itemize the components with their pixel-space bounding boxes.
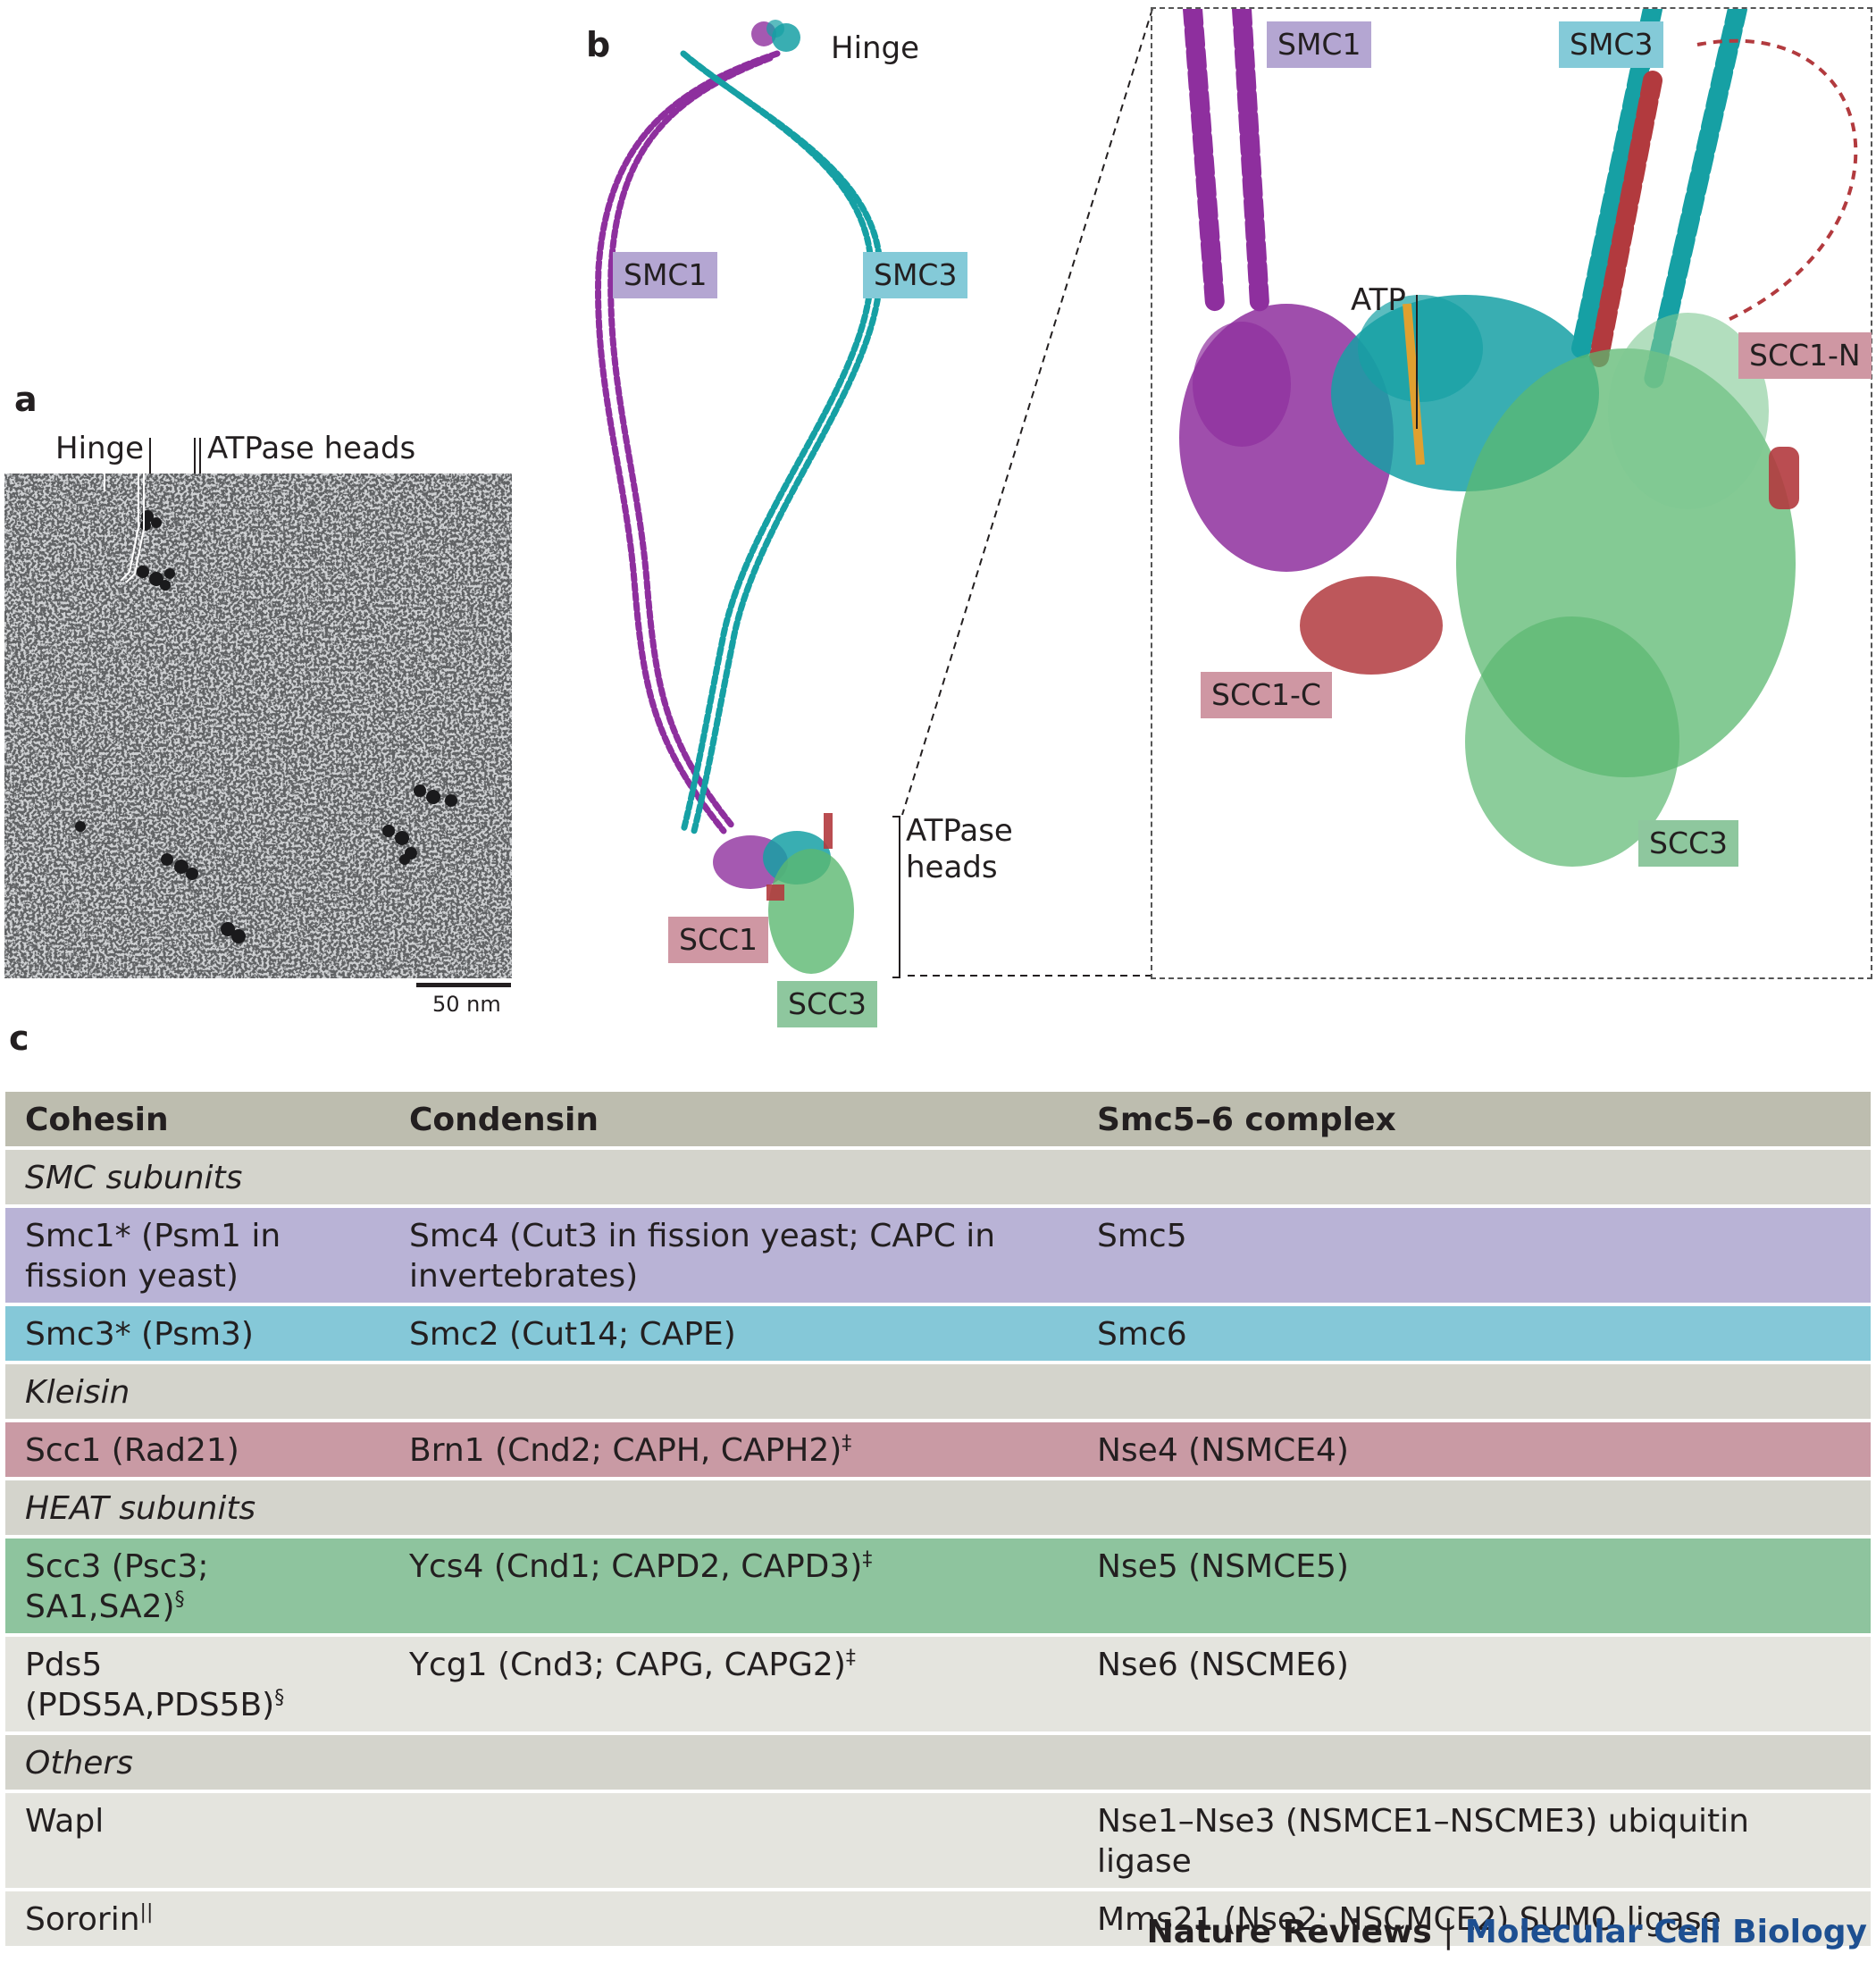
- scale-bar-label: 50 nm: [432, 992, 501, 1017]
- section-label: Others: [5, 1733, 1871, 1793]
- cell-smc56: Smc6: [1077, 1304, 1871, 1364]
- journal-name: Nature Reviews: [1146, 1914, 1432, 1950]
- cell-cohesin: Scc3 (Psc3; SA1,SA2)§: [5, 1537, 389, 1637]
- scc1-tag-b: SCC1: [668, 917, 769, 963]
- cell-text: Brn1 (Cnd2; CAPH, CAPH2): [409, 1432, 842, 1469]
- cell-smc56: Nse4 (NSMCE4): [1077, 1421, 1871, 1480]
- table-row: Smc1* (Psm1 in fission yeast) Smc4 (Cut3…: [5, 1206, 1871, 1306]
- header-smc56: Smc5–6 complex: [1077, 1092, 1871, 1150]
- pointer-lines-a: [104, 474, 145, 583]
- cell-smc56: Nse6 (NSCME6): [1077, 1635, 1871, 1735]
- atpase-heads-label-b: ATPase heads: [906, 813, 1013, 886]
- cell-cohesin: Smc3* (Psm3): [5, 1304, 389, 1364]
- cell-smc56: Mms21 (Nse2; NSCMCE2) SUMO ligase: [1077, 1890, 1871, 1949]
- hinge-label-b: Hinge: [831, 30, 920, 66]
- footnote-mark: ‡: [862, 1548, 873, 1571]
- inset-structure: [1179, 9, 1858, 867]
- pointer-lines-above-a: [149, 438, 201, 474]
- scc3-tag-inset: SCC3: [1638, 820, 1739, 867]
- scc1-c-tag: SCC1-C: [1201, 672, 1332, 718]
- cell-text: Ycs4 (Cnd1; CAPD2, CAPD3): [409, 1548, 863, 1585]
- footnote-mark: §: [274, 1687, 285, 1709]
- cell-cohesin: Scc1 (Rad21): [5, 1421, 389, 1480]
- electron-micrograph: [4, 474, 512, 978]
- cell-cohesin: Sororin||: [5, 1890, 389, 1949]
- smc-complex-table: Cohesin Condensin Smc5–6 complex SMC sub…: [5, 1092, 1871, 1949]
- panel-b-letter: b: [586, 25, 611, 64]
- table-row: Sororin|| Mms21 (Nse2; NSCMCE2) SUMO lig…: [5, 1890, 1871, 1949]
- cell-cohesin: Wapl: [5, 1791, 389, 1891]
- cell-condensin: Smc2 (Cut14; CAPE): [389, 1304, 1077, 1364]
- smc1-tag-inset: SMC1: [1267, 21, 1372, 68]
- footnote-mark: ||: [139, 1901, 154, 1924]
- cell-condensin: Ycg1 (Cnd3; CAPG, CAPG2)‡: [389, 1635, 1077, 1735]
- smc1-tag-b: SMC1: [613, 252, 718, 298]
- section-label: HEAT subunits: [5, 1479, 1871, 1539]
- cell-cohesin: Smc1* (Psm1 in fission yeast): [5, 1206, 389, 1306]
- cell-condensin: Brn1 (Cnd2; CAPH, CAPH2)‡: [389, 1421, 1077, 1480]
- zoom-guide-lines: [901, 8, 1153, 977]
- cell-smc56: Smc5: [1077, 1206, 1871, 1306]
- table-row: Scc1 (Rad21) Brn1 (Cnd2; CAPH, CAPH2)‡ N…: [5, 1421, 1871, 1480]
- table-header-row: Cohesin Condensin Smc5–6 complex: [5, 1092, 1871, 1150]
- footnote-mark: ‡: [842, 1432, 852, 1455]
- cell-condensin: [389, 1890, 1077, 1949]
- atp-molecule: [1403, 303, 1425, 465]
- inset-scc3: [1456, 313, 1796, 867]
- atpase-head-domain: [713, 813, 854, 974]
- atp-label: ATP: [1351, 282, 1406, 318]
- table-row: Wapl Nse1–Nse3 (NSMCE1–NSCME3) ubiquitin…: [5, 1791, 1871, 1891]
- cell-smc56: Nse1–Nse3 (NSMCE1–NSCME3) ubiquitin liga…: [1077, 1791, 1871, 1891]
- section-heat-subunits: HEAT subunits: [5, 1479, 1871, 1539]
- footnote-mark: ‡: [845, 1647, 856, 1669]
- panel-a-letter: a: [14, 380, 38, 419]
- atpase-heads-label-a: ATPase heads: [207, 431, 416, 466]
- table-row: Pds5 (PDS5A,PDS5B)§ Ycg1 (Cnd3; CAPG, CA…: [5, 1635, 1871, 1735]
- journal-footer: Nature Reviews | Molecular Cell Biology: [1147, 1914, 1867, 1950]
- smc3-tag-b: SMC3: [863, 252, 968, 298]
- scc1-n-tag: SCC1-N: [1738, 332, 1872, 379]
- cohesin-particles: [75, 510, 457, 943]
- section-others: Others: [5, 1733, 1871, 1793]
- section-kleisin: Kleisin: [5, 1362, 1871, 1422]
- inset-smc1-coil: [1183, 9, 1269, 314]
- inset-frame: SMC1 SMC3 ATP SCC1-N SCC1-C SCC3: [1151, 7, 1872, 979]
- atpase-heads-label-line2: heads: [906, 849, 998, 885]
- panel-c-letter: c: [9, 1019, 29, 1058]
- cell-text: Pds5 (PDS5A,PDS5B): [25, 1647, 275, 1723]
- header-condensin: Condensin: [389, 1092, 1077, 1150]
- scale-bar: [416, 983, 511, 987]
- section-smc-subunits: SMC subunits: [5, 1148, 1871, 1208]
- cell-condensin: Ycs4 (Cnd1; CAPD2, CAPD3)‡: [389, 1537, 1077, 1637]
- inset-scc1-c: [1300, 447, 1799, 675]
- hinge-domain: [751, 20, 800, 52]
- atpase-bracket: [892, 816, 900, 978]
- hinge-label-a: Hinge: [55, 431, 145, 466]
- footer-separator: |: [1443, 1914, 1454, 1950]
- cell-text: Sororin: [25, 1901, 140, 1938]
- header-cohesin: Cohesin: [5, 1092, 389, 1150]
- cell-text: Ycg1 (Cnd3; CAPG, CAPG2): [409, 1647, 846, 1683]
- footnote-mark: §: [174, 1589, 185, 1611]
- cell-cohesin: Pds5 (PDS5A,PDS5B)§: [5, 1635, 389, 1735]
- cell-condensin: Smc4 (Cut3 in fission yeast; CAPC in inv…: [389, 1206, 1077, 1306]
- table-row: Smc3* (Psm3) Smc2 (Cut14; CAPE) Smc6: [5, 1304, 1871, 1364]
- cell-smc56: Nse5 (NSMCE5): [1077, 1537, 1871, 1637]
- cohesin-full-structure: [595, 20, 884, 974]
- scc1-n-linker: [1696, 38, 1858, 323]
- subjournal-name: Molecular Cell Biology: [1464, 1914, 1867, 1950]
- cell-condensin: [389, 1791, 1077, 1891]
- smc3-tag-inset: SMC3: [1559, 21, 1664, 68]
- section-label: SMC subunits: [5, 1148, 1871, 1208]
- scc3-tag-b: SCC3: [777, 981, 878, 1027]
- table-row: Scc3 (Psc3; SA1,SA2)§ Ycs4 (Cnd1; CAPD2,…: [5, 1537, 1871, 1637]
- cell-text: Scc3 (Psc3; SA1,SA2): [25, 1548, 209, 1625]
- atpase-heads-label-line1: ATPase: [906, 813, 1013, 849]
- section-label: Kleisin: [5, 1362, 1871, 1422]
